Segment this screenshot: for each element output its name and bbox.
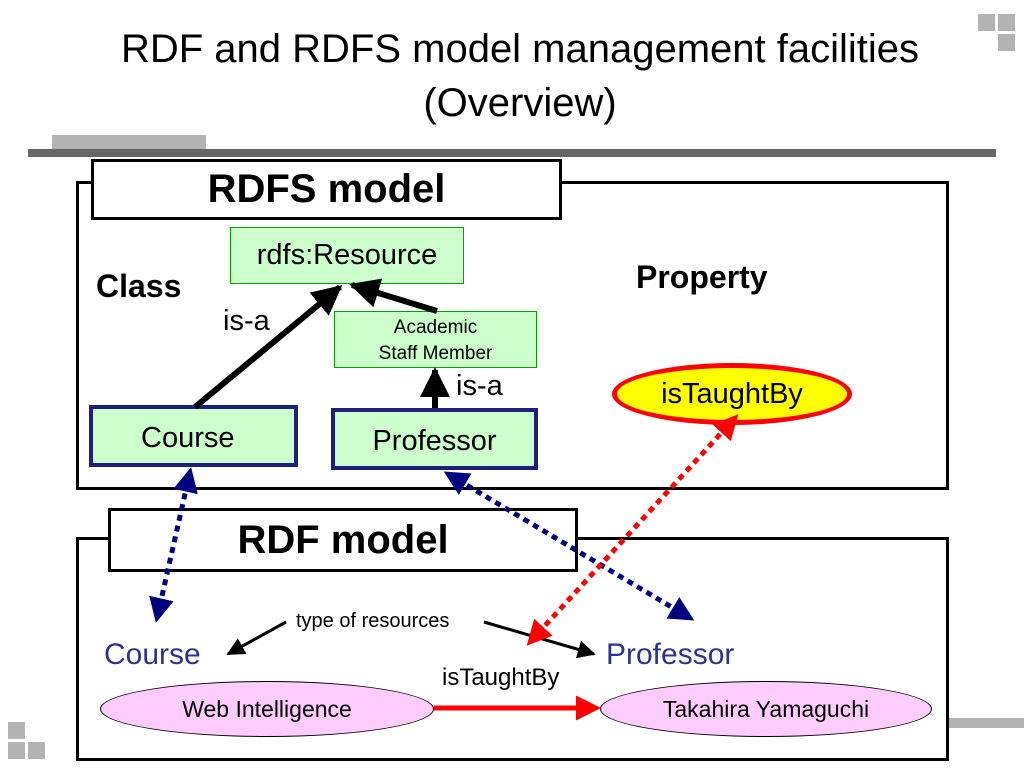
slide-title-line1: RDF and RDFS model management facilities: [120, 27, 920, 71]
web-intelligence-instance: Web Intelligence: [100, 681, 434, 737]
course-class-node: Course: [89, 405, 298, 467]
dotted-link-course: [149, 467, 198, 623]
dotted-link-istaughtby: [526, 414, 739, 646]
academic-staff-member-node: Academic Staff Member: [334, 311, 537, 368]
rdfs-model-heading: RDFS model: [91, 159, 562, 220]
isa-arrow-course: [193, 284, 343, 410]
slide-title-line2: (Overview): [423, 81, 617, 125]
academic-staff-line2: Staff Member: [378, 343, 493, 364]
title-underline: [28, 149, 996, 157]
istaughtby-relation-label: isTaughtBy: [442, 664, 560, 691]
bottom-right-accent: [946, 718, 1024, 728]
isa-arrow-academic: [349, 278, 438, 314]
property-label: Property: [636, 259, 768, 295]
title-underline-accent: [52, 135, 206, 149]
corner-decoration-bottom-left: [8, 722, 48, 762]
takahira-yamaguchi-instance: Takahira Yamaguchi: [600, 681, 932, 737]
rdfs-resource-node: rdfs:Resource: [230, 227, 464, 284]
type-arrow-course: [226, 620, 287, 656]
type-arrow-professor: [483, 620, 596, 659]
is-a-label-professor: is-a: [456, 370, 503, 402]
rdf-course-label: Course: [104, 638, 201, 671]
corner-decoration-top-right: [978, 14, 1018, 54]
is-a-label-course: is-a: [223, 305, 270, 337]
academic-staff-line1: Academic: [393, 317, 478, 338]
type-of-resources-label: type of resources: [296, 610, 450, 632]
class-label: Class: [96, 268, 182, 304]
professor-class-node: Professor: [331, 408, 538, 470]
